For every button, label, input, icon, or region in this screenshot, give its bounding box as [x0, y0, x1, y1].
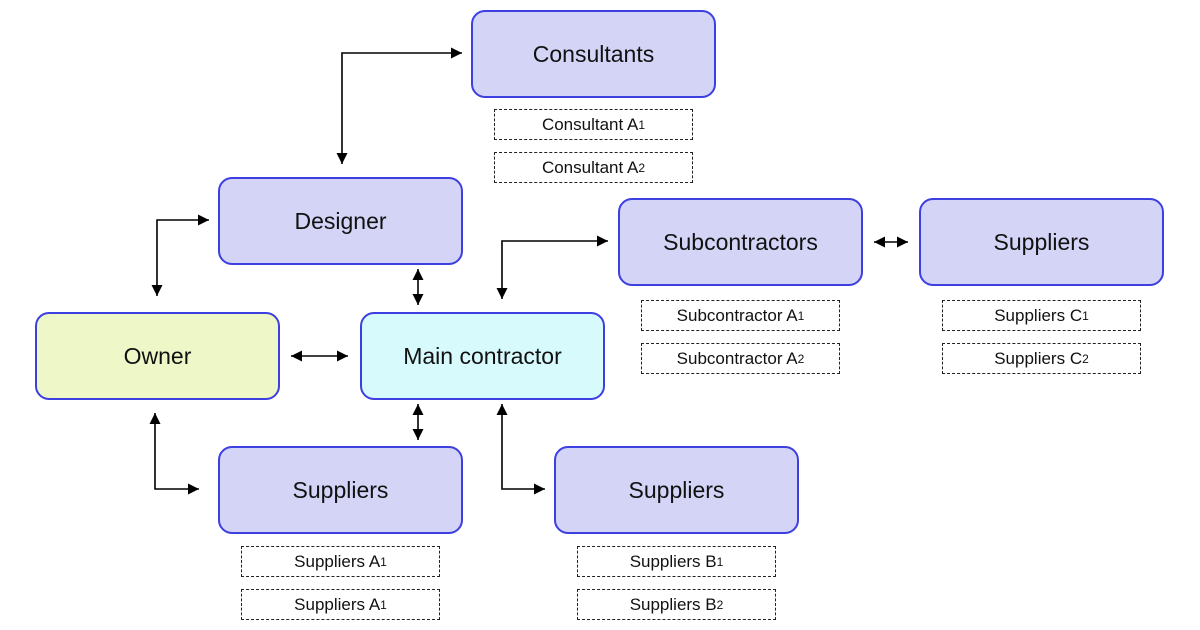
sub-label: Suppliers C — [994, 348, 1083, 368]
sub-label: Suppliers B — [629, 594, 717, 614]
owner-node: Owner — [35, 312, 280, 400]
sub-index: 1 — [716, 554, 724, 569]
sub-label: Suppliers C — [994, 305, 1083, 325]
designer-node: Designer — [218, 177, 463, 265]
subcontractors-node: Subcontractors — [618, 198, 863, 286]
sub-index: 2 — [638, 160, 646, 175]
main-contractor-node: Main contractor — [360, 312, 605, 400]
sub-label: Subcontractor A — [676, 348, 798, 368]
sub-label: Suppliers A — [294, 594, 381, 614]
sub-index: 1 — [1082, 308, 1089, 323]
sub-index: 2 — [716, 597, 724, 612]
sub-index: 2 — [1082, 351, 1089, 366]
arrow-main-contractor-subcontractors — [496, 235, 608, 299]
arrow-owner-suppliers-a — [149, 413, 199, 495]
sub-label: Consultant A — [541, 157, 639, 177]
suppliers-b-node: Suppliers — [554, 446, 799, 534]
sub-index: 1 — [638, 117, 646, 132]
sub-label: Subcontractor A — [676, 305, 798, 325]
sub-index: 1 — [380, 597, 387, 612]
sub-index: 1 — [797, 308, 805, 323]
sub-label: Suppliers B — [629, 551, 717, 571]
sub-label: Suppliers A — [294, 551, 381, 571]
arrow-designer-consultants — [336, 47, 462, 164]
sub-index: 2 — [797, 351, 805, 366]
sub-label: Consultant A — [541, 114, 639, 134]
consultants-node: Consultants — [471, 10, 716, 98]
arrow-owner-designer — [151, 214, 209, 296]
suppliers-c-node: Suppliers — [919, 198, 1164, 286]
suppliers-a-node: Suppliers — [218, 446, 463, 534]
sub-index: 1 — [380, 554, 387, 569]
arrow-main-contractor-suppliers-b — [496, 404, 545, 495]
